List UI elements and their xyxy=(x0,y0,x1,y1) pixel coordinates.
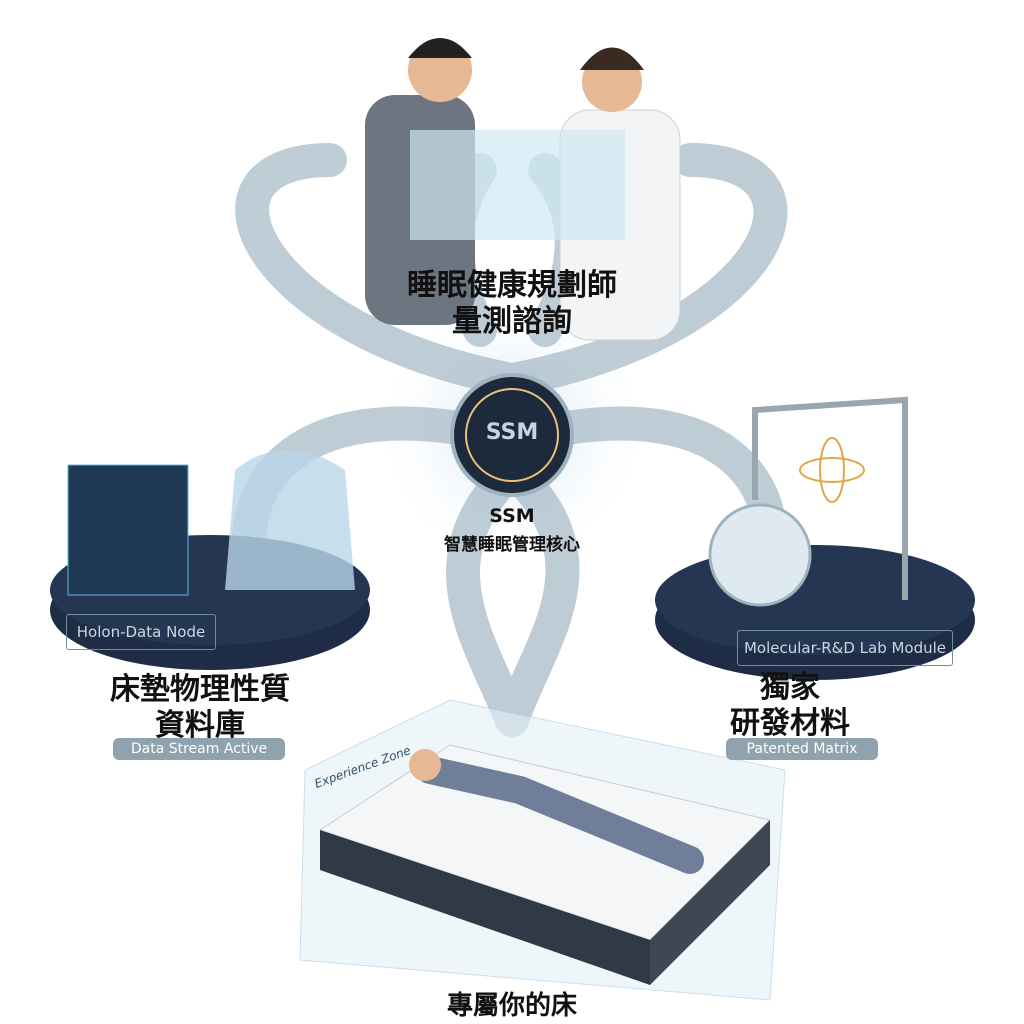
planner-title-line1: 睡眠健康規劃師 xyxy=(407,268,617,303)
ssm-subtitle: 智慧睡眠管理核心 xyxy=(444,535,580,555)
planner-title-line2: 量測諮詢 xyxy=(452,304,572,339)
right-platform xyxy=(655,396,975,680)
ssm-badge[interactable]: SSM xyxy=(485,420,539,445)
right-title-line2: 研發材料 xyxy=(730,706,850,741)
ssm-label: SSM xyxy=(489,505,535,527)
left-platform xyxy=(50,450,370,670)
bottom-title: 專屬你的床 xyxy=(446,991,577,1021)
people-illustration xyxy=(365,38,681,341)
planner-title: 睡眠健康規劃師量測諮詢 xyxy=(362,268,662,340)
left-title-line2: 資料庫 xyxy=(155,708,245,743)
patented-status: Patented Matrix xyxy=(726,738,878,760)
left-title-line1: 床墊物理性質 xyxy=(110,672,290,707)
lab-module-label: Molecular-R&D Lab Module xyxy=(737,630,953,666)
right-title-line1: 獨家 xyxy=(760,670,820,705)
right-title: 獨家研發材料 xyxy=(690,670,890,742)
mattress-illustration xyxy=(299,699,786,1001)
core-ring xyxy=(450,373,574,497)
data-stream-status: Data Stream Active xyxy=(113,738,285,760)
holon-data-node-label: Holon-Data Node xyxy=(66,614,216,650)
left-title: 床墊物理性質資料庫 xyxy=(80,672,320,744)
